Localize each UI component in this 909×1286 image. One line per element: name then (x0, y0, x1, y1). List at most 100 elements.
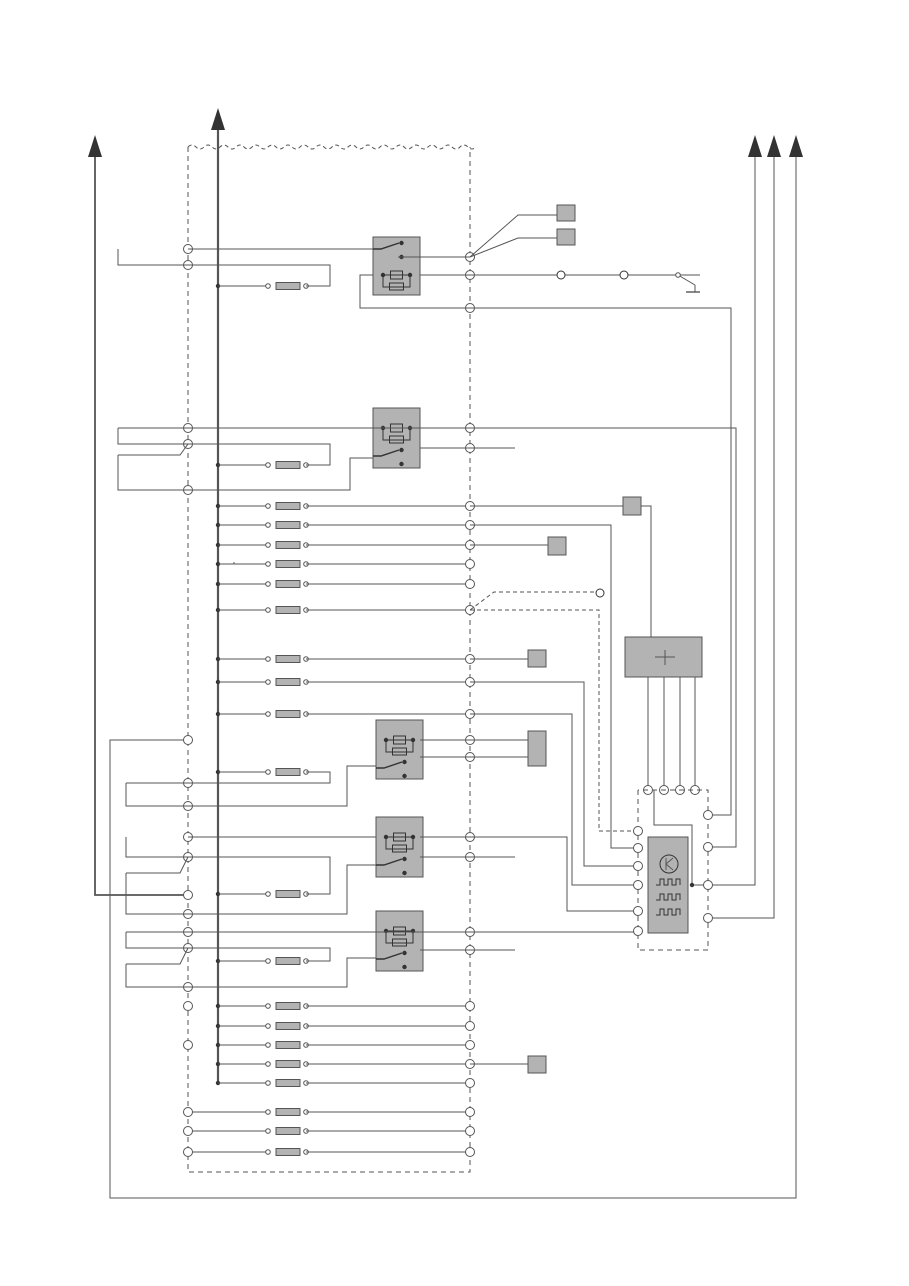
relay-wiring (385, 739, 414, 753)
feed-line-left (94, 150, 188, 896)
junction-dot (383, 834, 389, 840)
connector-icon (465, 559, 475, 569)
transistor-icon (665, 857, 674, 865)
switch-terminal (675, 272, 681, 278)
connector-icon (633, 826, 643, 836)
junction-dot (402, 856, 407, 862)
wire (125, 837, 331, 895)
pulse-signal-icon (656, 878, 681, 886)
connector-icon (703, 842, 713, 852)
arrow-up-icon (767, 135, 781, 157)
component-box (547, 536, 567, 556)
connector-icon (465, 1147, 475, 1157)
fuse-terminal (265, 1109, 271, 1115)
connector-icon (183, 1147, 193, 1157)
lamp-icon (619, 270, 629, 280)
arrow-up-icon (748, 135, 762, 157)
connector-icon (465, 1078, 475, 1088)
component-box (527, 1055, 547, 1074)
connector-icon (183, 1040, 193, 1050)
lamp-icon (595, 588, 605, 598)
wire (469, 591, 596, 611)
fuse-terminal (265, 1149, 271, 1155)
fuse-terminal (265, 1042, 271, 1048)
relay-wiring (385, 836, 414, 850)
fuse-terminal (265, 891, 271, 897)
fuse-icon (275, 580, 301, 588)
fuse-icon (275, 1148, 301, 1156)
fuse-terminal (265, 522, 271, 528)
junction-dot (402, 950, 407, 956)
fuse-icon (275, 560, 301, 568)
fuse-icon (275, 655, 301, 663)
fuse-terminal (265, 542, 271, 548)
wire (126, 947, 189, 965)
connector-icon (183, 1107, 193, 1117)
fuse-terminal (265, 561, 271, 567)
wire (125, 957, 376, 988)
junction-dot (402, 773, 407, 779)
connector-icon (183, 890, 193, 900)
fuse-terminal (265, 1128, 271, 1134)
fuse-icon (275, 678, 301, 686)
connector-icon (465, 579, 475, 589)
connector-icon (465, 1001, 475, 1011)
arrow-up-icon (211, 108, 225, 130)
fuse-terminal (265, 1003, 271, 1009)
junction-dot (402, 759, 407, 765)
fuse-terminal (265, 711, 271, 717)
relay-wiring (382, 274, 411, 288)
wire (398, 214, 557, 258)
junction-dot (380, 272, 386, 278)
component-box (527, 730, 547, 767)
relay-wiring (385, 930, 414, 944)
wire (118, 443, 189, 456)
arrow-up-icon (789, 135, 803, 157)
connector-icon (633, 926, 643, 936)
fuse-icon (275, 1022, 301, 1030)
relay-icon (372, 236, 421, 296)
fuse-icon (275, 710, 301, 718)
fuse-terminal (265, 1061, 271, 1067)
wire (469, 237, 557, 258)
fuse-icon (275, 1108, 301, 1116)
wire (109, 157, 797, 1199)
junction-dot (399, 461, 404, 467)
wire (125, 932, 331, 962)
wire (118, 427, 737, 848)
relay-internals (376, 735, 414, 769)
wire (653, 790, 708, 886)
connector-icon (183, 1126, 193, 1136)
wire (117, 428, 331, 466)
wire (470, 681, 638, 867)
wire (359, 274, 732, 816)
junction-dot (399, 447, 404, 453)
connector-icon (465, 1040, 475, 1050)
junction-dot (402, 964, 407, 970)
connector-icon (183, 1001, 193, 1011)
fuse-terminal (265, 1080, 271, 1086)
fuse-terminal (265, 769, 271, 775)
connector-icon (465, 1107, 475, 1117)
switch-icon (373, 242, 400, 250)
pulse-signal-icon (656, 908, 681, 916)
fuse-terminal (265, 283, 271, 289)
connector-icon (703, 913, 713, 923)
fuse-icon (275, 1041, 301, 1049)
component-box (556, 204, 576, 222)
component-box (527, 649, 547, 668)
fuse-terminal (265, 462, 271, 468)
arrow-up-icon (88, 135, 102, 157)
connector-icon (633, 906, 643, 916)
relay-internals (376, 926, 414, 960)
wire (218, 562, 235, 565)
wire (420, 836, 638, 912)
fuse-icon (275, 1079, 301, 1087)
fuse-terminal (265, 1023, 271, 1029)
fuse-icon (275, 1127, 301, 1135)
switch-icon (677, 274, 696, 286)
relay-icon (375, 719, 424, 780)
junction-dot (407, 272, 413, 278)
wire (117, 455, 373, 491)
